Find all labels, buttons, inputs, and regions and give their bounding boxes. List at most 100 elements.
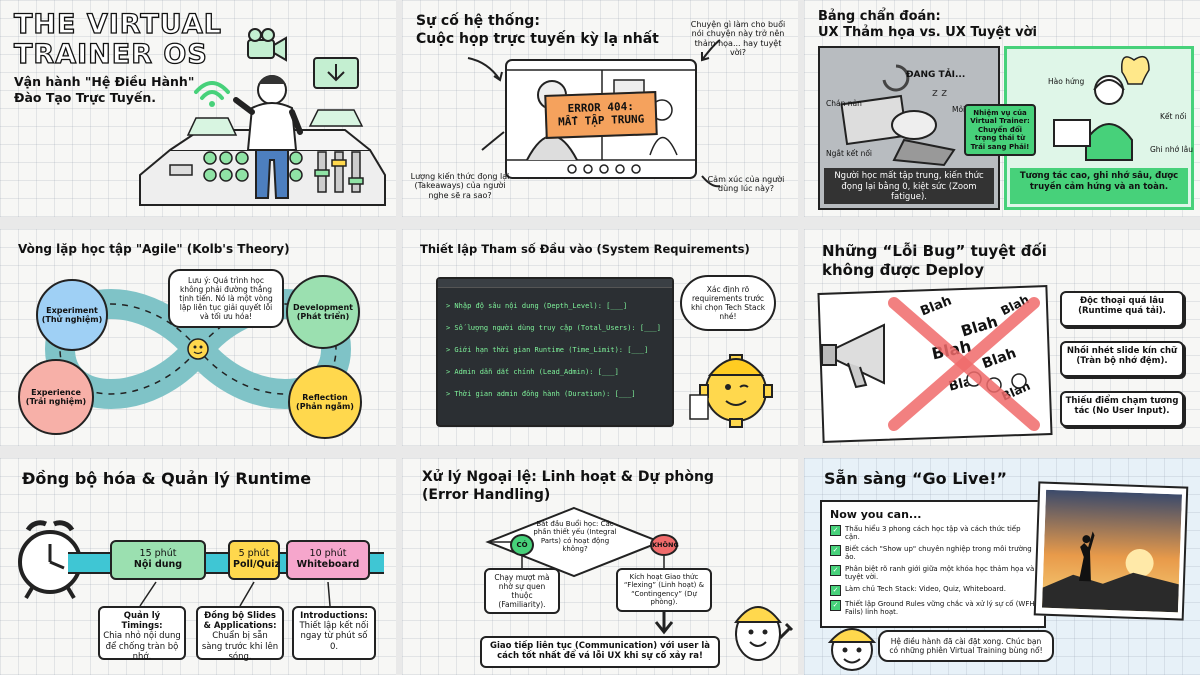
error-message: MẤT TẬP TRUNG	[557, 112, 645, 129]
note-body: Thiết lập kết nối ngay từ phút số 0.	[299, 621, 369, 652]
checklist-item: ✓ Phân biệt rõ ranh giới giữa một khóa h…	[830, 565, 1036, 581]
trainer-console-illustration	[139, 28, 386, 206]
go-live-bubble: Hệ điều hành đã cài đặt xong. Chúc bạn c…	[878, 630, 1054, 662]
label-ket-noi: Kết nối	[1160, 112, 1187, 121]
timeline-connectors	[139, 581, 331, 607]
incident-title-line1: Sự cố hệ thống:	[416, 13, 540, 29]
requirements-title: Thiết lập Tham số Đầu vào (System Requir…	[420, 242, 750, 256]
mission-card: Nhiệm vụ của Virtual Trainer: Chuyển đổi…	[964, 104, 1036, 156]
panel-system-incident: Sự cố hệ thống: Cuộc họp trực tuyến kỳ l…	[402, 0, 798, 217]
note-body: Chuẩn bị sẵn sàng trước khi lên sóng.	[201, 631, 279, 662]
mechanic-mascot-icon	[734, 606, 794, 661]
hardhat-mascot-icon	[827, 628, 877, 671]
yes-result-box: Chạy mượt mà nhờ sự quen thuộc (Familiar…	[484, 568, 560, 614]
block-time: 5 phút	[238, 548, 270, 559]
os-title-line2: TRAINER OS	[13, 39, 208, 71]
terminal-line: > Nhập độ sâu nội dung (Depth_Level): [_…	[446, 302, 628, 310]
timeline-block-quiz: 5 phút Poll/Quiz	[228, 540, 280, 580]
terminal-line: > Admin dẫn dắt chính (Lead_Admin): [___…	[446, 368, 619, 376]
checklist-text: Biết cách "Show up" chuyên nghiệp trong …	[845, 545, 1032, 562]
check-icon: ✓	[830, 565, 841, 577]
summit-sunset-image	[1041, 489, 1183, 613]
summit-photo	[1033, 481, 1189, 621]
label-ghi-nho-lau: Ghi nhớ lâu	[1150, 145, 1193, 154]
panel-bugs-not-deploy: Những “Lỗi Bug” tuyệt đối không được Dep…	[804, 229, 1200, 446]
callout-disaster-question: Chuyện gì làm cho buổi nói chuyện này tr…	[690, 20, 786, 58]
checklist-text: Phân biệt rõ ranh giới giữa một khóa học…	[845, 565, 1035, 582]
runtime-note-card: Đồng bộ Slides & Applications: Chuẩn bị …	[196, 606, 284, 662]
yes-node: CÓ	[510, 534, 534, 556]
stage-experiment: Experiment (Thử nghiệm)	[36, 279, 108, 351]
agile-note-bubble: Lưu ý: Quá trình học không phải đường th…	[168, 269, 284, 328]
stage-experience: Experience (Trải nghiệm)	[18, 359, 94, 435]
checklist-text: Làm chủ Tech Stack: Video, Quiz, Whitebo…	[845, 585, 1006, 594]
stage-reflection: Reflection (Phản ngẫm)	[288, 365, 362, 439]
panel-system-requirements: Thiết lập Tham số Đầu vào (System Requir…	[402, 229, 798, 446]
block-label: Nội dung	[133, 559, 183, 571]
label-chan-nan: Chán nản	[826, 99, 862, 108]
agile-title: Vòng lặp học tập "Agile" (Kolb's Theory)	[18, 242, 290, 256]
checklist-text: Thấu hiểu 3 phong cách học tập và cách t…	[845, 525, 1021, 542]
block-label: Whiteboard	[296, 559, 360, 571]
panel-agile-loop: Vòng lặp học tập "Agile" (Kolb's Theory)…	[0, 229, 396, 446]
terminal-line: > Thời gian admin đồng hành (Duration): …	[446, 390, 636, 398]
communication-box: Giao tiếp liên tục (Communication) với u…	[480, 636, 720, 668]
svg-text:z z: z z	[932, 86, 947, 99]
label-ngat-ket-noi: Ngắt kết nối	[826, 149, 872, 158]
terminal-line: > Số lượng người dùng truy cập (Total_Us…	[446, 324, 661, 332]
stage-development-label: Development (Phát triển)	[293, 302, 353, 321]
good-ux-caption: Tương tác cao, ghi nhớ sâu, được truyền …	[1010, 168, 1188, 204]
error-handling-title-line1: Xử lý Ngoại lệ: Linh hoạt & Dự phòng	[422, 469, 714, 485]
checklist-item: ✓ Làm chủ Tech Stack: Video, Quiz, White…	[830, 585, 1036, 597]
terminal-titlebar	[438, 279, 672, 288]
no-label: KHÔNG	[652, 541, 679, 549]
note-heading: Quản lý Timings:	[121, 611, 163, 632]
checklist-card: Now you can... ✓ Thấu hiểu 3 phong cách …	[820, 500, 1046, 628]
block-time: 10 phút	[309, 548, 347, 559]
panel-virtual-trainer-os: THE VIRTUAL TRAINER OS Vận hành "Hệ Điều…	[0, 0, 396, 217]
checklist-item: ✓ Biết cách "Show up" chuyên nghiệp tron…	[830, 545, 1036, 561]
go-live-title: Sẵn sàng “Go Live!”	[824, 469, 1007, 488]
gear-mascot-icon	[689, 354, 773, 428]
panel-error-handling: Xử lý Ngoại lệ: Linh hoạt & Dự phòng (Er…	[402, 458, 798, 675]
loading-label: ĐANG TẢI...	[906, 70, 966, 80]
bugs-title-line2: không được Deploy	[822, 261, 985, 279]
timeline-block-content: 15 phút Nội dung	[110, 540, 206, 580]
panel-go-live: Sẵn sàng “Go Live!” Now you can... ✓ Thấ…	[804, 458, 1200, 675]
timeline-block-whiteboard: 10 phút Whiteboard	[286, 540, 370, 580]
requirements-bubble: Xác định rõ requirements trước khi chọn …	[680, 275, 776, 331]
bug-card: Thiếu điểm chạm tương tác (No User Input…	[1060, 391, 1184, 427]
flowchart-lines	[485, 506, 674, 635]
bugs-title-line1: Những “Lỗi Bug” tuyệt đối	[822, 242, 1047, 260]
megaphone-cross-illustration	[821, 297, 1040, 431]
os-subtitle-line2: Đào Tạo Trực Tuyến.	[14, 90, 157, 105]
block-label: Poll/Quiz	[233, 559, 281, 571]
diagnosis-title-line2: UX Thảm họa vs. UX Tuyệt vời	[818, 25, 1037, 40]
os-subtitle-line1: Vận hành "Hệ Điều Hành"	[14, 74, 195, 89]
ux-illustration: z z	[840, 55, 1150, 167]
block-time: 15 phút	[139, 548, 177, 559]
check-icon: ✓	[830, 545, 841, 557]
label-hao-hung: Hào hứng	[1048, 77, 1085, 86]
error-sign: ERROR 404: MẤT TẬP TRUNG	[544, 91, 658, 139]
diagnosis-title-line1: Bảng chẩn đoán:	[818, 9, 941, 24]
terminal-window: > Nhập độ sâu nội dung (Depth_Level): [_…	[436, 277, 674, 427]
note-body: Chia nhỏ nội dung để chống tràn bộ nhớ.	[103, 631, 181, 662]
checklist-heading: Now you can...	[830, 508, 922, 521]
runtime-note-card: Introductions: Thiết lập kết nối ngay từ…	[292, 606, 376, 660]
terminal-line: > Giới hạn thời gian Runtime (Time_Limit…	[446, 346, 649, 354]
checklist-text: Thiết lập Ground Rules vững chắc và xử l…	[845, 600, 1035, 617]
stage-development: Development (Phát triển)	[286, 275, 360, 349]
stage-experience-label: Experience (Trải nghiệm)	[25, 387, 87, 406]
bug-card: Độc thoại quá lâu (Runtime quá tải).	[1060, 291, 1184, 327]
no-result-box: Kích hoạt Giao thức “Flexing” (Linh hoạt…	[616, 568, 712, 612]
check-icon: ✓	[830, 525, 841, 536]
callout-emotion-question: Cảm xúc của người dùng lúc này?	[707, 175, 785, 194]
bad-ux-caption: Người học mất tập trung, kiến thức đọng …	[824, 168, 994, 204]
decision-question: Bắt đầu Buổi học: Các phần thiết yếu (In…	[533, 520, 617, 554]
panel-ux-diagnosis: Bảng chẩn đoán: UX Thảm họa vs. UX Tuyệt…	[804, 0, 1200, 217]
os-title-line1: THE VIRTUAL	[13, 9, 222, 41]
bug-card: Nhồi nhét slide kín chữ (Tràn bộ nhớ đệm…	[1060, 341, 1184, 377]
check-icon: ✓	[830, 600, 841, 612]
incident-title-line2: Cuộc họp trực tuyến kỳ lạ nhất	[416, 31, 659, 47]
